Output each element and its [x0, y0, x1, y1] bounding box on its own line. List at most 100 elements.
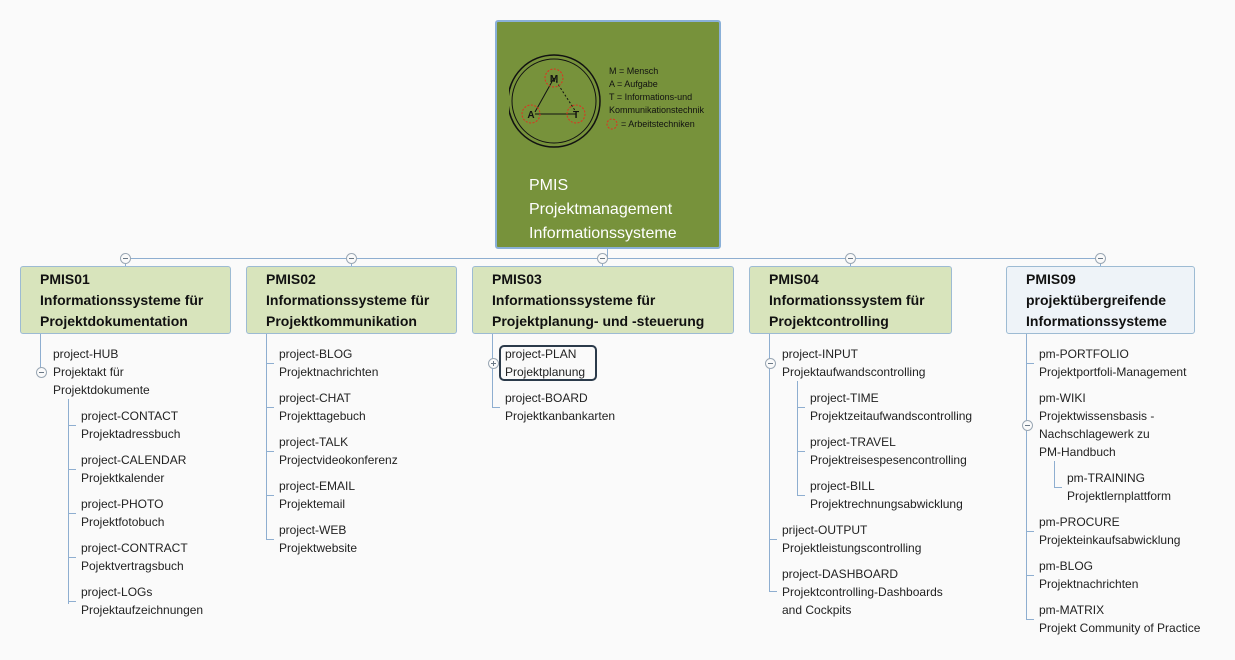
collapse-icon[interactable]	[36, 367, 47, 378]
topic-line: PMIS09	[1026, 271, 1076, 287]
topic-line: Informationssystem für	[769, 292, 925, 308]
subtopic-project-dashboard[interactable]: project-DASHBOARD Projektcontrolling-Das…	[782, 565, 943, 619]
subtopic-line: Projekt Community of Practice	[1039, 621, 1201, 635]
branch-bus	[125, 258, 1101, 259]
root-title-line: Projektmanagement	[529, 201, 673, 218]
connector	[769, 334, 770, 592]
subtopic-line: Pojektvertragsbuch	[81, 559, 184, 573]
connector	[266, 451, 274, 452]
expand-icon[interactable]	[488, 358, 499, 369]
topic-line: Informationssysteme für	[266, 292, 430, 308]
subtopic-project-blog[interactable]: project-BLOG Projektnachrichten	[279, 345, 378, 381]
connector	[68, 557, 76, 558]
topic-line: PMIS03	[492, 271, 542, 287]
topic-line: Informationssysteme für	[40, 292, 204, 308]
subtopic-project-photo[interactable]: project-PHOTO Projektfotobuch	[81, 495, 164, 531]
connector	[769, 591, 777, 592]
topic-line: projektübergreifende	[1026, 292, 1167, 308]
logo-legend-line: A = Aufgabe	[609, 79, 658, 89]
subtopic-line: project-LOGs	[81, 585, 153, 599]
subtopic-line: Projekteinkaufsabwicklung	[1039, 533, 1181, 547]
topic-pmis04[interactable]: PMIS04 Informationssystem für Projektcon…	[749, 266, 952, 334]
collapse-icon[interactable]	[1022, 420, 1033, 431]
collapse-icon[interactable]	[845, 253, 856, 264]
subtopic-project-talk[interactable]: project-TALK Projectvideokonferenz	[279, 433, 398, 469]
subtopic-project-contact[interactable]: project-CONTACT Projektadressbuch	[81, 407, 180, 443]
subtopic-line: project-WEB	[279, 523, 347, 537]
root-topic[interactable]: M A T M = Mensch A = Aufgabe T = Informa…	[495, 20, 721, 249]
selection-frame	[499, 345, 597, 381]
subtopic-line: Projektkanbankarten	[505, 409, 616, 423]
collapse-icon[interactable]	[765, 358, 776, 369]
subtopic-line: Projektkalender	[81, 471, 165, 485]
connector	[68, 513, 76, 514]
logo-legend-line: Kommunikationstechnik	[609, 105, 705, 115]
pmis-logo-icon: M A T M = Mensch A = Aufgabe T = Informa…	[509, 54, 705, 148]
connector	[1026, 531, 1034, 532]
subtopic-pm-blog[interactable]: pm-BLOG Projektnachrichten	[1039, 557, 1138, 593]
subtopic-project-calendar[interactable]: project-CALENDAR Projektkalender	[81, 451, 186, 487]
topic-pmis09[interactable]: PMIS09 projektübergreifende Informations…	[1006, 266, 1195, 334]
subtopic-line: Projektzeitaufwandscontrolling	[810, 409, 973, 423]
subtopic-pm-portfolio[interactable]: pm-PORTFOLIO Projektportfoli-Management	[1039, 345, 1186, 381]
subtopic-project-bill[interactable]: project-BILL Projektrechnungsabwicklung	[810, 477, 963, 513]
subtopic-priject-output[interactable]: priject-OUTPUT Projektleistungscontrolli…	[782, 521, 921, 557]
root-stem	[607, 246, 608, 259]
connector	[266, 334, 267, 540]
subtopic-project-web[interactable]: project-WEB Projektwebsite	[279, 521, 357, 557]
subtopic-project-contract[interactable]: project-CONTRACT Pojektvertragsbuch	[81, 539, 188, 575]
topic-pmis01[interactable]: PMIS01 Informationssysteme für Projektdo…	[20, 266, 231, 334]
subtopic-pm-training[interactable]: pm-TRAINING Projektlernplattform	[1067, 469, 1171, 505]
subtopic-line: Projekttagebuch	[279, 409, 366, 423]
subtopic-line: project-INPUT	[782, 347, 859, 361]
subtopic-line: project-CHAT	[279, 391, 351, 405]
logo-legend-line: M = Mensch	[609, 66, 658, 76]
subtopic-project-email[interactable]: project-EMAIL Projektemail	[279, 477, 355, 513]
topic-pmis02[interactable]: PMIS02 Informationssysteme für Projektko…	[246, 266, 457, 334]
subtopic-line: Projektdokumente	[53, 383, 150, 397]
subtopic-line: pm-PORTFOLIO	[1039, 347, 1129, 361]
subtopic-line: Projektnachrichten	[1039, 577, 1139, 591]
subtopic-pm-wiki[interactable]: pm-WIKI Projektwissensbasis - Nachschlag…	[1039, 389, 1154, 461]
subtopic-project-hub[interactable]: project-HUB Projektakt für Projektdokume…	[53, 345, 150, 399]
subtopic-line: Projektplanung	[505, 365, 586, 379]
subtopic-line: pm-BLOG	[1039, 559, 1094, 573]
connector	[1026, 363, 1034, 364]
subtopic-project-logs[interactable]: project-LOGs Projektaufzeichnungen	[81, 583, 203, 619]
collapse-icon[interactable]	[346, 253, 357, 264]
subtopic-project-plan[interactable]: project-PLAN Projektplanung	[505, 345, 585, 381]
subtopic-line: priject-OUTPUT	[782, 523, 868, 537]
subtopic-line: project-CONTRACT	[81, 541, 188, 555]
collapse-icon[interactable]	[597, 253, 608, 264]
connector	[797, 495, 805, 496]
collapse-icon[interactable]	[1095, 253, 1106, 264]
subtopic-line: Nachschlagewerk zu	[1039, 427, 1150, 441]
subtopic-line: project-BILL	[810, 479, 875, 493]
connector	[1026, 575, 1034, 576]
subtopic-line: project-CONTACT	[81, 409, 179, 423]
topic-line: Informationssysteme	[1026, 313, 1167, 329]
connector	[266, 539, 274, 540]
connector	[797, 381, 798, 495]
subtopic-line: and Cockpits	[782, 603, 852, 617]
subtopic-line: Projektnachrichten	[279, 365, 379, 379]
subtopic-project-board[interactable]: project-BOARD Projektkanbankarten	[505, 389, 615, 425]
subtopic-project-chat[interactable]: project-CHAT Projekttagebuch	[279, 389, 366, 425]
subtopic-line: project-PHOTO	[81, 497, 164, 511]
topic-pmis03[interactable]: PMIS03 Informationssysteme für Projektpl…	[472, 266, 734, 334]
subtopic-project-time[interactable]: project-TIME Projektzeitaufwandscontroll…	[810, 389, 972, 425]
subtopic-line: Projektakt für	[53, 365, 124, 379]
connector	[797, 451, 805, 452]
subtopic-project-input[interactable]: project-INPUT Projektaufwandscontrolling	[782, 345, 925, 381]
connector	[266, 407, 274, 408]
subtopic-pm-procure[interactable]: pm-PROCURE Projekteinkaufsabwicklung	[1039, 513, 1180, 549]
root-title-line: PMIS	[529, 177, 569, 194]
subtopic-pm-matrix[interactable]: pm-MATRIX Projekt Community of Practice	[1039, 601, 1200, 637]
collapse-icon[interactable]	[120, 253, 131, 264]
logo-node-m: M	[550, 74, 558, 85]
subtopic-line: Projektaufwandscontrolling	[782, 365, 926, 379]
subtopic-line: Projektwebsite	[279, 541, 358, 555]
subtopic-project-travel[interactable]: project-TRAVEL Projektreisespesencontrol…	[810, 433, 967, 469]
subtopic-line: Projektaufzeichnungen	[81, 603, 204, 617]
subtopic-line: pm-PROCURE	[1039, 515, 1120, 529]
